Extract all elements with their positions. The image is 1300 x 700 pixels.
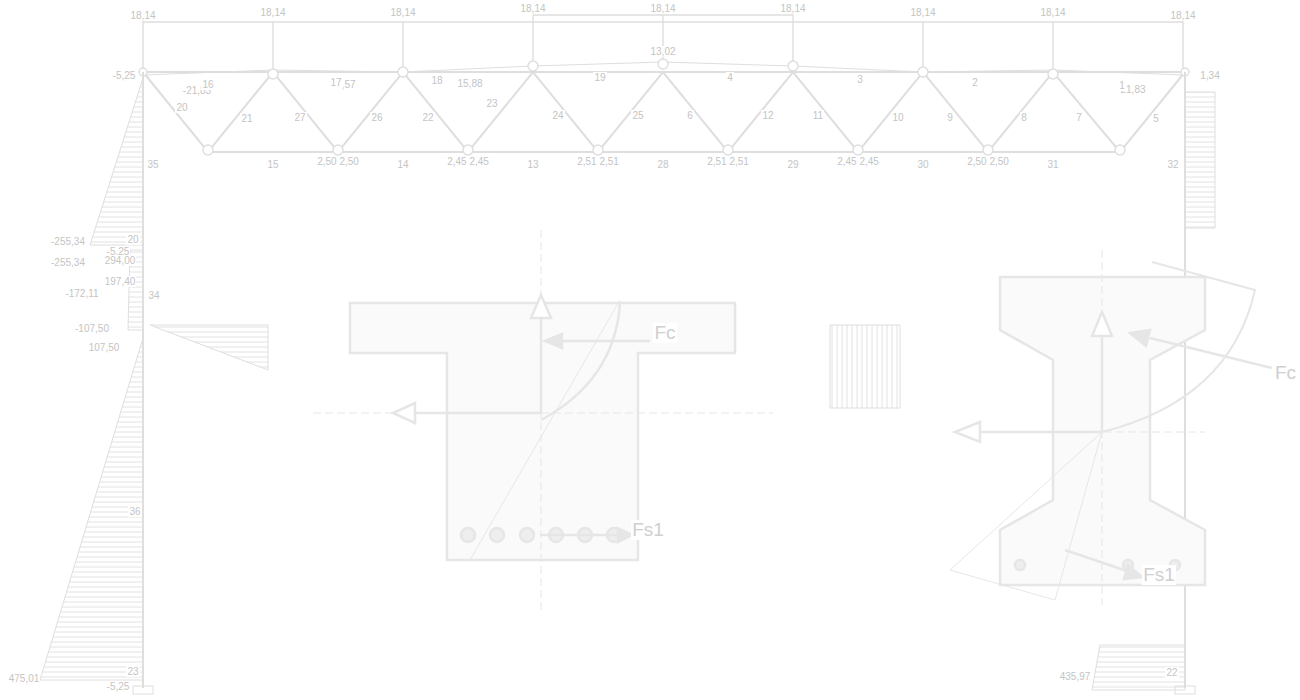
force-value: 18,14 (779, 3, 806, 14)
force-value: 18,14 (259, 7, 286, 18)
moment-value: -107,50 (74, 323, 110, 334)
member-number: 2 (971, 77, 979, 88)
moment-value: -5,25 (106, 681, 131, 692)
force-value: 2,45 2,45 (446, 156, 490, 167)
member-number: 9 (946, 112, 954, 123)
moment-value: -255,34 (50, 257, 86, 268)
force-value: 2,51 2,51 (576, 156, 620, 167)
member-number: 20 (126, 234, 139, 245)
force-label: Fc (653, 323, 676, 343)
member-number: 11 (812, 110, 824, 121)
force-value: -5,25 (112, 70, 137, 81)
member-number: 19 (593, 72, 606, 83)
member-number: 30 (916, 159, 929, 170)
moment-value: 197,40 (104, 276, 137, 287)
member-number: 23 (126, 666, 139, 677)
force-value: 2,50 2,50 (966, 156, 1010, 167)
member-number: 17 (329, 77, 342, 88)
force-value: 18,14 (1169, 10, 1196, 21)
member-number: 27 (293, 112, 306, 123)
member-number: 13 (526, 159, 539, 170)
member-number: 21 (240, 113, 253, 124)
moment-value: 107,50 (88, 342, 121, 353)
force-value: 2,45 2,45 (836, 156, 880, 167)
moment-value: -255,34 (50, 236, 86, 247)
member-number: 3 (856, 74, 864, 85)
force-value: 1,34 (1199, 70, 1220, 81)
force-value: 18,14 (649, 3, 676, 14)
force-value: 2,51 2,51 (706, 156, 750, 167)
member-number: 5 (1152, 113, 1160, 124)
force-label: Fs1 (1142, 565, 1176, 585)
force-value: 18,14 (129, 10, 156, 21)
member-number: 4 (726, 72, 734, 83)
member-number: 20 (175, 102, 188, 113)
moment-value: 294,00 (104, 255, 137, 266)
moment-diagram (40, 78, 1215, 690)
member-number: 36 (128, 506, 141, 517)
member-number: 25 (631, 110, 644, 121)
force-label: Fs1 (631, 520, 665, 540)
member-number: 34 (147, 290, 160, 301)
member-number: 15 (266, 159, 279, 170)
i-section (950, 250, 1272, 605)
t-section (313, 230, 773, 610)
moment-value: -172,11 (64, 288, 99, 299)
moment-value: 435,97 (1059, 671, 1092, 682)
member-number: 28 (656, 159, 669, 170)
truss (143, 62, 1185, 152)
force-label: Fc (1274, 363, 1297, 383)
member-number: 8 (1020, 112, 1028, 123)
member-number: 10 (891, 112, 904, 123)
member-number: 7 (1075, 112, 1083, 123)
truss-joints (139, 59, 1189, 155)
columns (133, 72, 1195, 694)
force-value: 2,50 2,50 (316, 156, 360, 167)
moment-value: 475,01 (8, 673, 41, 684)
member-number: 35 (146, 159, 159, 170)
member-number: 16 (201, 79, 214, 90)
member-number: 22 (421, 112, 434, 123)
member-number: 12 (761, 110, 774, 121)
force-value: 18,14 (1039, 7, 1066, 18)
member-number: 31 (1046, 159, 1059, 170)
member-number: 22 (1165, 667, 1178, 678)
member-number: 32 (1166, 159, 1179, 170)
member-number: 6 (686, 110, 694, 121)
member-number: 1 (1118, 80, 1126, 91)
force-value: 18,14 (519, 3, 546, 14)
force-value: 13,02 (649, 46, 676, 57)
load-diagram (143, 15, 1183, 70)
member-number: 14 (396, 159, 409, 170)
member-number: 18 (430, 75, 443, 86)
member-number: 24 (551, 110, 564, 121)
member-number: 29 (786, 159, 799, 170)
member-number: 23 (485, 98, 498, 109)
member-number: 26 (370, 112, 383, 123)
force-value: 18,14 (909, 7, 936, 18)
force-value: 18,14 (389, 7, 416, 18)
force-value: 15,88 (456, 78, 483, 89)
